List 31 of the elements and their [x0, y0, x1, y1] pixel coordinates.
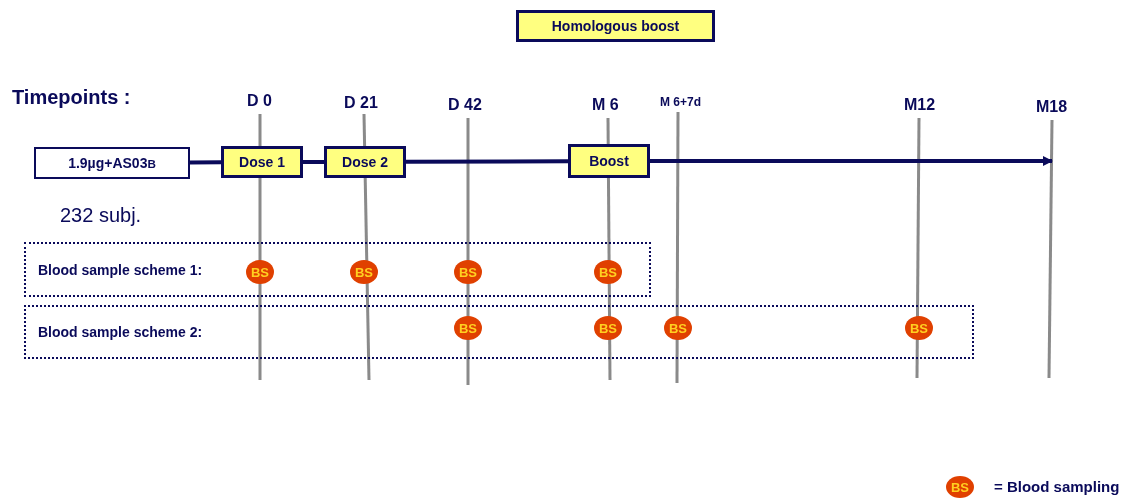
- blood-sample-marker: BS: [454, 260, 482, 284]
- scheme-panel: [24, 242, 651, 297]
- blood-sample-marker: BS: [905, 316, 933, 340]
- timeline-segment: [190, 160, 221, 165]
- blood-sample-marker: BS: [594, 316, 622, 340]
- timeline-arrow: [650, 156, 1053, 166]
- timepoint-label: M18: [1036, 98, 1068, 116]
- timepoint-label: D 42: [448, 96, 482, 114]
- blood-sample-marker: BS: [454, 316, 482, 340]
- blood-sample-marker: BS: [594, 260, 622, 284]
- timepoint-label: M 6+7d: [660, 95, 701, 109]
- event-box: Dose 1: [221, 146, 303, 178]
- timeline-segment: [406, 159, 568, 164]
- blood-sample-marker: BS: [350, 260, 378, 284]
- timepoint-label: D 0: [247, 92, 272, 110]
- timepoint-label: M 6: [592, 96, 619, 114]
- scheme-panel: [24, 305, 974, 359]
- timepoint-label: M12: [904, 96, 936, 114]
- event-box: Homologous boost: [516, 10, 715, 42]
- event-box: Dose 2: [324, 146, 406, 178]
- legend-text: = Blood sampling: [994, 478, 1120, 495]
- legend-swatch: BS: [946, 476, 974, 498]
- blood-sample-marker: BS: [664, 316, 692, 340]
- blood-sample-marker: BS: [246, 260, 274, 284]
- subject-count: 232 subj.: [60, 204, 142, 227]
- scheme-label: Blood sample scheme 1:: [38, 261, 203, 278]
- timeline-segment: [303, 160, 324, 164]
- event-box: Boost: [568, 144, 650, 178]
- scheme-label: Blood sample scheme 2:: [38, 324, 203, 340]
- axis-title: Timepoints :: [12, 86, 131, 109]
- timepoint-label: D 21: [344, 94, 378, 112]
